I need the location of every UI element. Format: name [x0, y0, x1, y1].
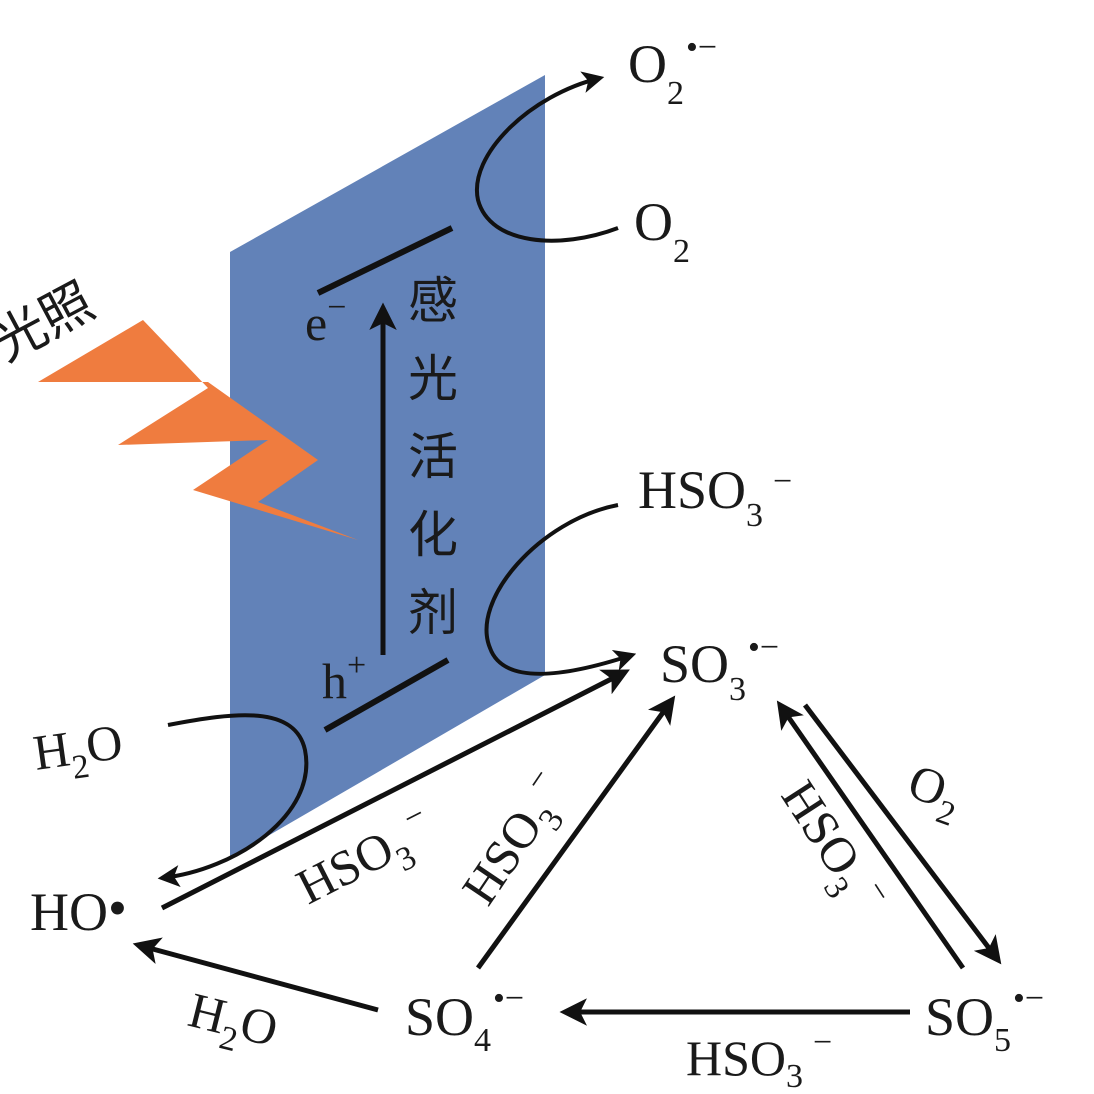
conduction-band-line: [316, 225, 454, 296]
hole-label: h+: [322, 647, 366, 709]
svg-text:光: 光: [408, 350, 458, 408]
arrow-so4-to-ho: [132, 937, 379, 1013]
bisulfite-label-top: HSO3−: [638, 460, 792, 534]
arrow-so4-to-so3: [475, 695, 676, 970]
valence-band-line: [323, 657, 450, 733]
sulfate-radical-label: SO4•−: [405, 980, 524, 1059]
edge-label-so4-so3: HSO3−: [447, 761, 587, 920]
oxygen-label: O2: [634, 192, 690, 270]
sulfite-radical-label: SO3•−: [660, 629, 779, 708]
svg-text:感: 感: [408, 272, 458, 330]
peroxymonosulfate-radical-label: SO5•−: [925, 980, 1044, 1059]
arrow-so5-to-so3: [776, 700, 966, 970]
arrow-ho-to-so3: [160, 669, 630, 911]
lightning-icon: [38, 320, 358, 540]
photocatalyst-panel: [230, 75, 545, 858]
edge-label-ho-so3: HSO3−: [286, 796, 447, 925]
electron-label: e−: [305, 289, 346, 351]
arrow-so3-to-so5: [803, 703, 1002, 965]
edge-label-so5-so4: HSO3−: [686, 1024, 832, 1094]
svg-text:剂: 剂: [408, 584, 458, 642]
edge-label-so3-so5-oxygen: O2: [897, 753, 970, 834]
photocatalyst-label: 感 光 活 化 剂: [408, 272, 458, 642]
h2o-oxidation-arrow: [157, 713, 309, 888]
water-label-left: H2O: [30, 713, 128, 792]
svg-text:化: 化: [408, 506, 458, 564]
hso3-oxidation-arrow: [484, 503, 637, 676]
edge-label-so4-ho: H2O: [181, 981, 284, 1068]
o2-reduction-arrow: [474, 71, 619, 243]
superoxide-radical-label: O2•−: [628, 29, 717, 112]
hydroxyl-radical-label: HO•: [30, 878, 127, 942]
svg-text:活: 活: [408, 428, 458, 486]
